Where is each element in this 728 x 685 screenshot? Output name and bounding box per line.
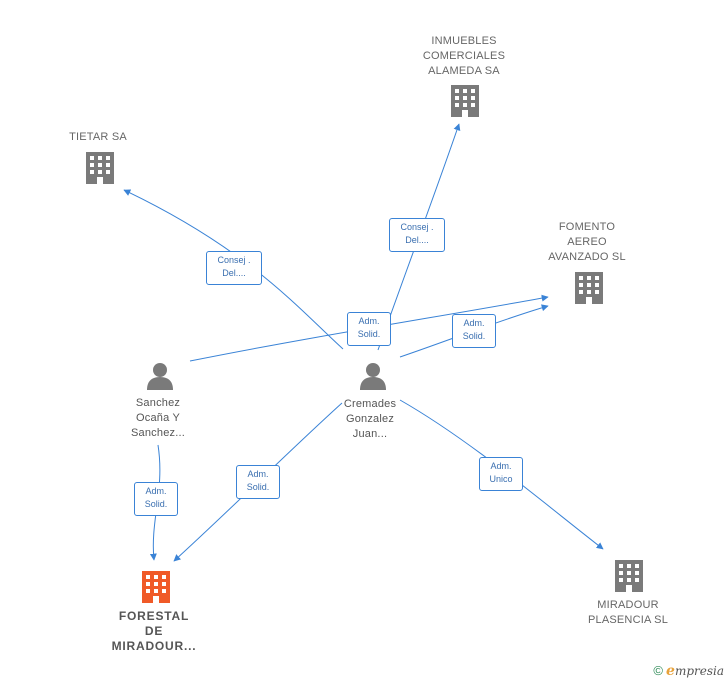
node-label-fomento[interactable]: FOMENTO AEREO AVANZADO SL <box>548 221 626 263</box>
building-icon <box>575 272 603 304</box>
node-label-forestal[interactable]: FORESTAL DE MIRADOUR... <box>111 609 197 653</box>
edge-label-cremades-fomento: Adm. Solid. <box>452 314 496 348</box>
brand-logo-e: e <box>666 663 675 679</box>
person-icon <box>147 363 173 390</box>
edge-label-cremades-tietar: Consej . Del.... <box>206 251 262 285</box>
building-icon <box>86 152 114 184</box>
edge-label-cremades-inmuebles: Consej . Del.... <box>389 218 445 252</box>
building-icon-focus <box>142 571 170 603</box>
node-label-tietar[interactable]: TIETAR SA <box>69 131 127 143</box>
node-label-miradour[interactable]: MIRADOUR PLASENCIA SL <box>587 599 669 626</box>
node-label-cremades[interactable]: Cremades Gonzalez Juan... <box>343 398 397 440</box>
brand-footer: ©empresia <box>653 663 724 679</box>
node-label-inmuebles[interactable]: INMUEBLES COMERCIALES ALAMEDA SA <box>422 35 506 77</box>
copyright-symbol: © <box>653 663 664 678</box>
edge-label-sanchez-forestal: Adm. Solid. <box>134 482 178 516</box>
brand-logo-text: mpresia <box>674 664 724 678</box>
person-icon <box>360 363 386 390</box>
edge-label-cremades-miradour: Adm. Unico <box>479 457 523 491</box>
edge-label-cremades-forestal: Adm. Solid. <box>236 465 280 499</box>
node-label-sanchez[interactable]: Sanchez Ocaña Y Sanchez... <box>131 397 185 439</box>
building-icon <box>451 85 479 117</box>
edge-label-sanchez-fomento: Adm. Solid. <box>347 312 391 346</box>
building-icon <box>615 560 643 592</box>
edge-cremades-tietar <box>123 189 344 350</box>
